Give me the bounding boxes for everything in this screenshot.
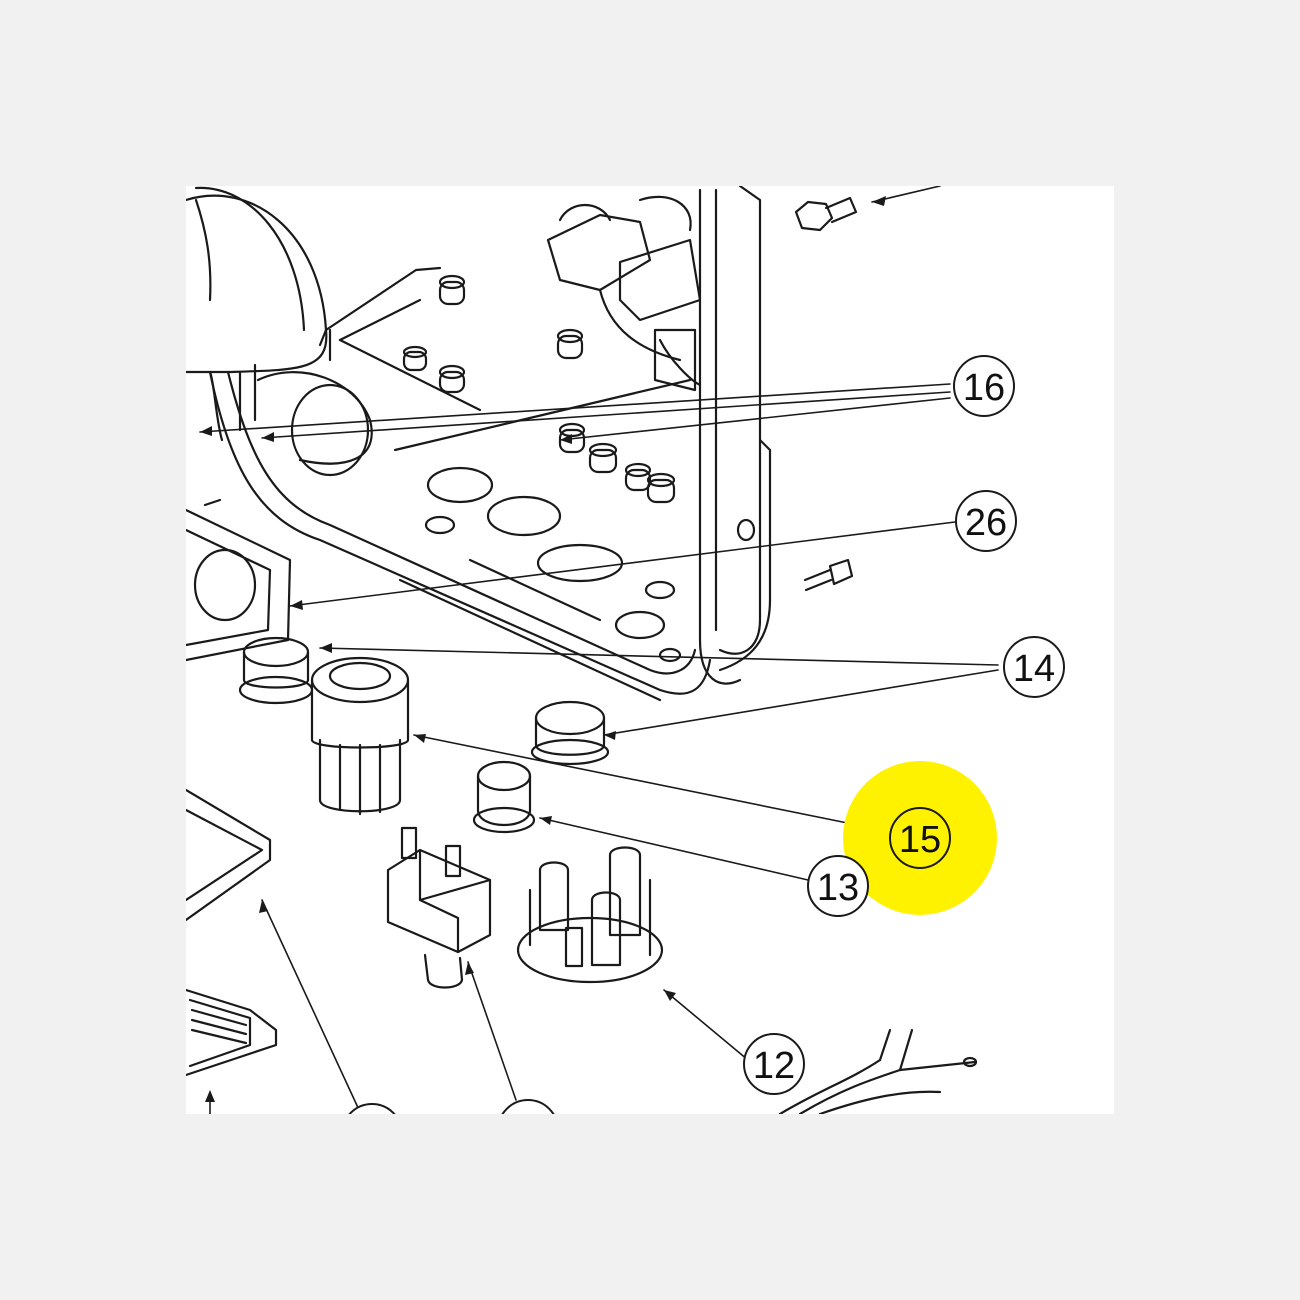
callout-partial-left <box>348 1103 396 1114</box>
callout-15-label: 15 <box>899 819 941 861</box>
grommet-right <box>530 700 610 766</box>
callout-16: 16 <box>953 355 1015 417</box>
callout-14-label: 14 <box>1013 648 1055 690</box>
callout-12-label: 12 <box>753 1045 795 1087</box>
chassis-base-plate <box>208 266 712 702</box>
callout-13: 13 <box>807 855 869 917</box>
wire-harness <box>778 1028 978 1114</box>
bolt-top <box>794 196 858 232</box>
callout-12: 12 <box>743 1033 805 1095</box>
frame-member <box>698 186 772 685</box>
leader-lines <box>199 383 999 1114</box>
callout-13-label: 13 <box>817 867 859 909</box>
connector-15 <box>310 656 410 816</box>
callout-partial-mid-label: 17 <box>507 1111 549 1153</box>
screw <box>803 558 854 592</box>
standoffs <box>402 274 676 504</box>
callout-15: 15 <box>889 807 951 869</box>
fan <box>186 498 292 662</box>
callout-16-label: 16 <box>963 367 1005 409</box>
callout-26-label: 26 <box>965 502 1007 544</box>
grommet-left <box>238 636 314 705</box>
callout-partial-mid: 17 <box>501 1099 555 1153</box>
relay-switch <box>386 826 492 989</box>
plug-13 <box>472 760 536 834</box>
callout-14: 14 <box>1003 636 1065 698</box>
arrow-heads <box>200 426 676 1102</box>
thermostat-12 <box>516 846 664 984</box>
valve-assembly <box>546 195 702 392</box>
highlight-marker <box>843 761 997 915</box>
callout-26: 26 <box>955 490 1017 552</box>
control-board <box>186 788 278 1077</box>
